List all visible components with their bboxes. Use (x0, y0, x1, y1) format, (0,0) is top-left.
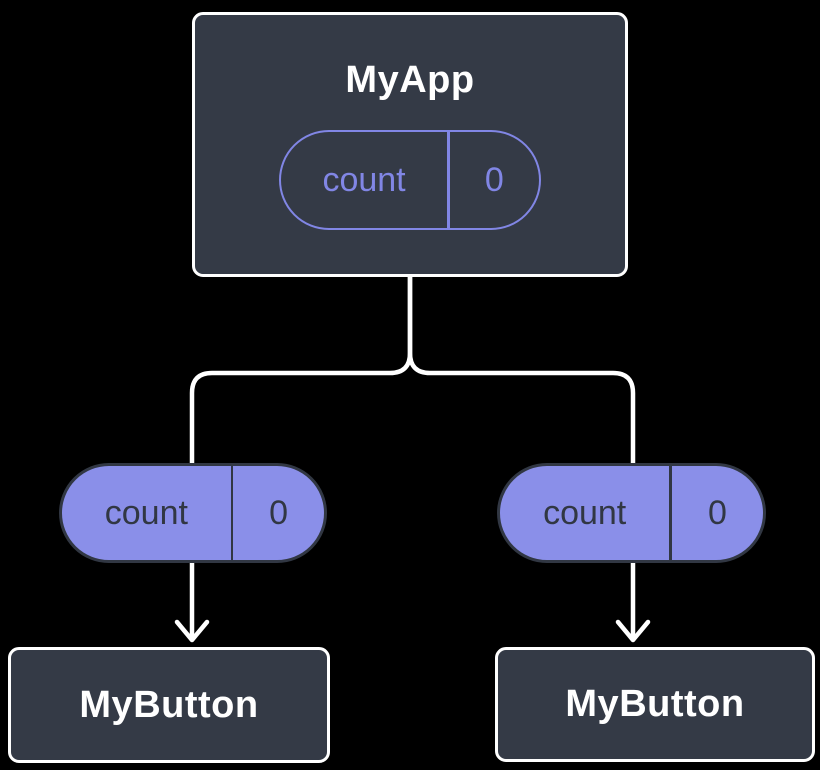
mybutton-title-right: MyButton (565, 683, 745, 725)
prop-pill-right: count 0 (497, 463, 766, 563)
connector-root-to-left-child (189, 274, 413, 466)
prop-name-right: count (543, 493, 627, 532)
pill-divider (447, 132, 450, 228)
prop-value-right: 0 (707, 493, 727, 532)
myapp-node: MyApp count 0 (192, 12, 628, 277)
prop-value-left: 0 (269, 493, 289, 532)
mybutton-node-left: MyButton (8, 647, 330, 763)
pill-divider (230, 466, 234, 560)
state-pill: count 0 (279, 130, 541, 230)
pill-divider (669, 466, 672, 560)
state-name: count (322, 160, 406, 199)
prop-pill-left: count 0 (59, 463, 327, 563)
prop-name-left: count (104, 493, 188, 532)
myapp-title: MyApp (345, 59, 475, 101)
arrow-right-head-icon (615, 619, 651, 643)
state-value: 0 (484, 160, 504, 199)
mybutton-title-left: MyButton (79, 683, 259, 726)
connector-root-to-right-child (407, 274, 636, 466)
mybutton-node-right: MyButton (495, 647, 815, 762)
arrow-left-head-icon (174, 619, 210, 643)
